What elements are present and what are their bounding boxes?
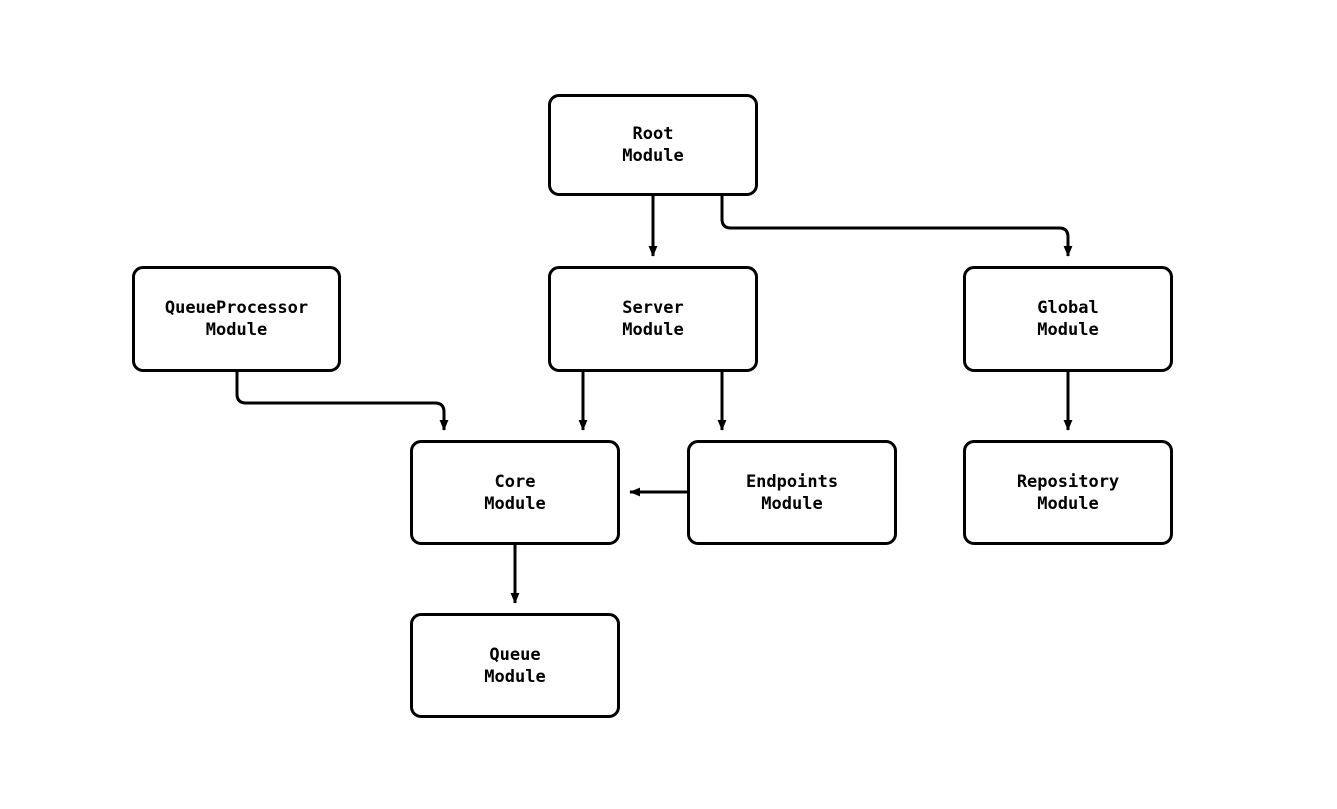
node-label-line1: Root xyxy=(632,124,674,144)
node-label-line1: Global xyxy=(1037,298,1099,318)
node-label-line2: Module xyxy=(484,493,546,514)
node-label-line1: Endpoints xyxy=(745,471,839,492)
node-label-line1: Core xyxy=(494,471,536,492)
node-label-line1: Queue xyxy=(489,644,541,665)
node-root-module[interactable]: Root Module xyxy=(548,94,758,196)
node-queue-module[interactable]: Queue Module xyxy=(410,613,620,718)
node-label-line2: Module xyxy=(761,493,823,514)
node-server-module[interactable]: Server Module xyxy=(548,266,758,372)
node-label-line1: Repository xyxy=(1016,471,1120,492)
node-label-line2: Module xyxy=(1037,320,1099,340)
edge-queueprocessor-to-core xyxy=(235,372,449,431)
node-repository-module[interactable]: Repository Module xyxy=(963,440,1173,545)
node-global-module[interactable]: Global Module xyxy=(963,266,1173,372)
node-queueprocessor-module[interactable]: QueueProcessor Module xyxy=(132,266,341,372)
node-label-line1: QueueProcessor xyxy=(164,298,309,318)
edge-root-to-global xyxy=(720,196,1073,257)
node-label-line2: Module xyxy=(205,320,268,340)
node-label-line2: Module xyxy=(484,666,546,687)
node-label-line2: Module xyxy=(622,320,684,340)
node-core-module[interactable]: Core Module xyxy=(410,440,620,545)
node-endpoints-module[interactable]: Endpoints Module xyxy=(687,440,897,545)
node-label-line2: Module xyxy=(622,146,684,166)
node-label-line1: Server xyxy=(622,298,684,318)
node-label-line2: Module xyxy=(1037,493,1099,514)
